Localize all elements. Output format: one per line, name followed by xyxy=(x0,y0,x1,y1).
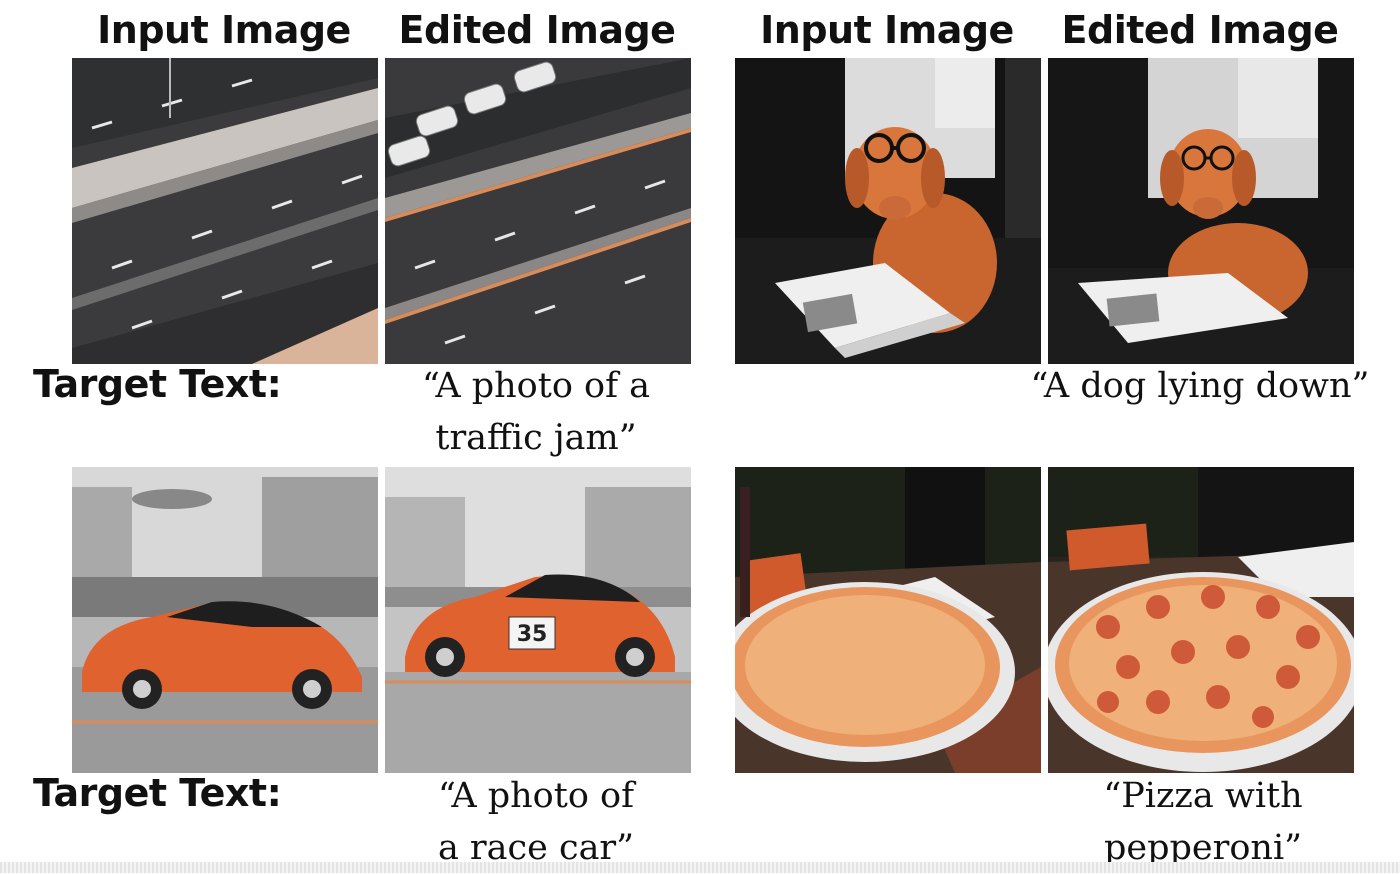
target-text-pizza-line-1: “Pizza with xyxy=(1103,776,1303,816)
car-edited-image: 35 xyxy=(385,467,691,773)
bottom-edge-strip xyxy=(0,862,1400,873)
target-text-label-road: Target Text: xyxy=(33,362,282,406)
pizza-edited-image xyxy=(1048,467,1354,773)
dog-input-photo xyxy=(735,58,1041,364)
target-text-label-car: Target Text: xyxy=(33,771,282,815)
header-edited-image-left: Edited Image xyxy=(398,8,676,52)
target-text-pizza-line-2: pepperoni” xyxy=(1103,828,1303,868)
header-input-image-left: Input Image xyxy=(97,8,351,52)
road-input-photo xyxy=(72,58,378,364)
target-text-dog: “A dog lying down” xyxy=(1000,360,1400,412)
target-text-dog-line-1: “A dog lying down” xyxy=(1030,366,1370,406)
pizza-input-photo xyxy=(735,467,1041,773)
road-input-image xyxy=(72,58,378,364)
car-edited-photo: 35 xyxy=(385,467,691,773)
race-number: 35 xyxy=(517,622,548,647)
dog-edited-image xyxy=(1048,58,1354,364)
dog-input-image xyxy=(735,58,1041,364)
car-input-image xyxy=(72,467,378,773)
pizza-input-image xyxy=(735,467,1041,773)
target-text-road-line-1: “A photo of a xyxy=(421,366,651,406)
road-edited-photo xyxy=(385,58,691,364)
road-edited-image xyxy=(385,58,691,364)
car-input-photo xyxy=(72,467,378,773)
target-text-road-line-2: traffic jam” xyxy=(435,418,637,458)
dog-edited-photo xyxy=(1048,58,1354,364)
target-text-car-line-2: a race car” xyxy=(437,828,635,868)
header-input-image-right: Input Image xyxy=(760,8,1014,52)
target-text-road: “A photo of a traffic jam” xyxy=(376,360,696,464)
header-edited-image-right: Edited Image xyxy=(1061,8,1339,52)
target-text-car-line-1: “A photo of xyxy=(437,776,635,816)
target-text-car: “A photo of a race car” xyxy=(376,770,696,874)
pizza-edited-photo xyxy=(1048,467,1354,773)
target-text-pizza: “Pizza with pepperoni” xyxy=(1038,770,1368,874)
